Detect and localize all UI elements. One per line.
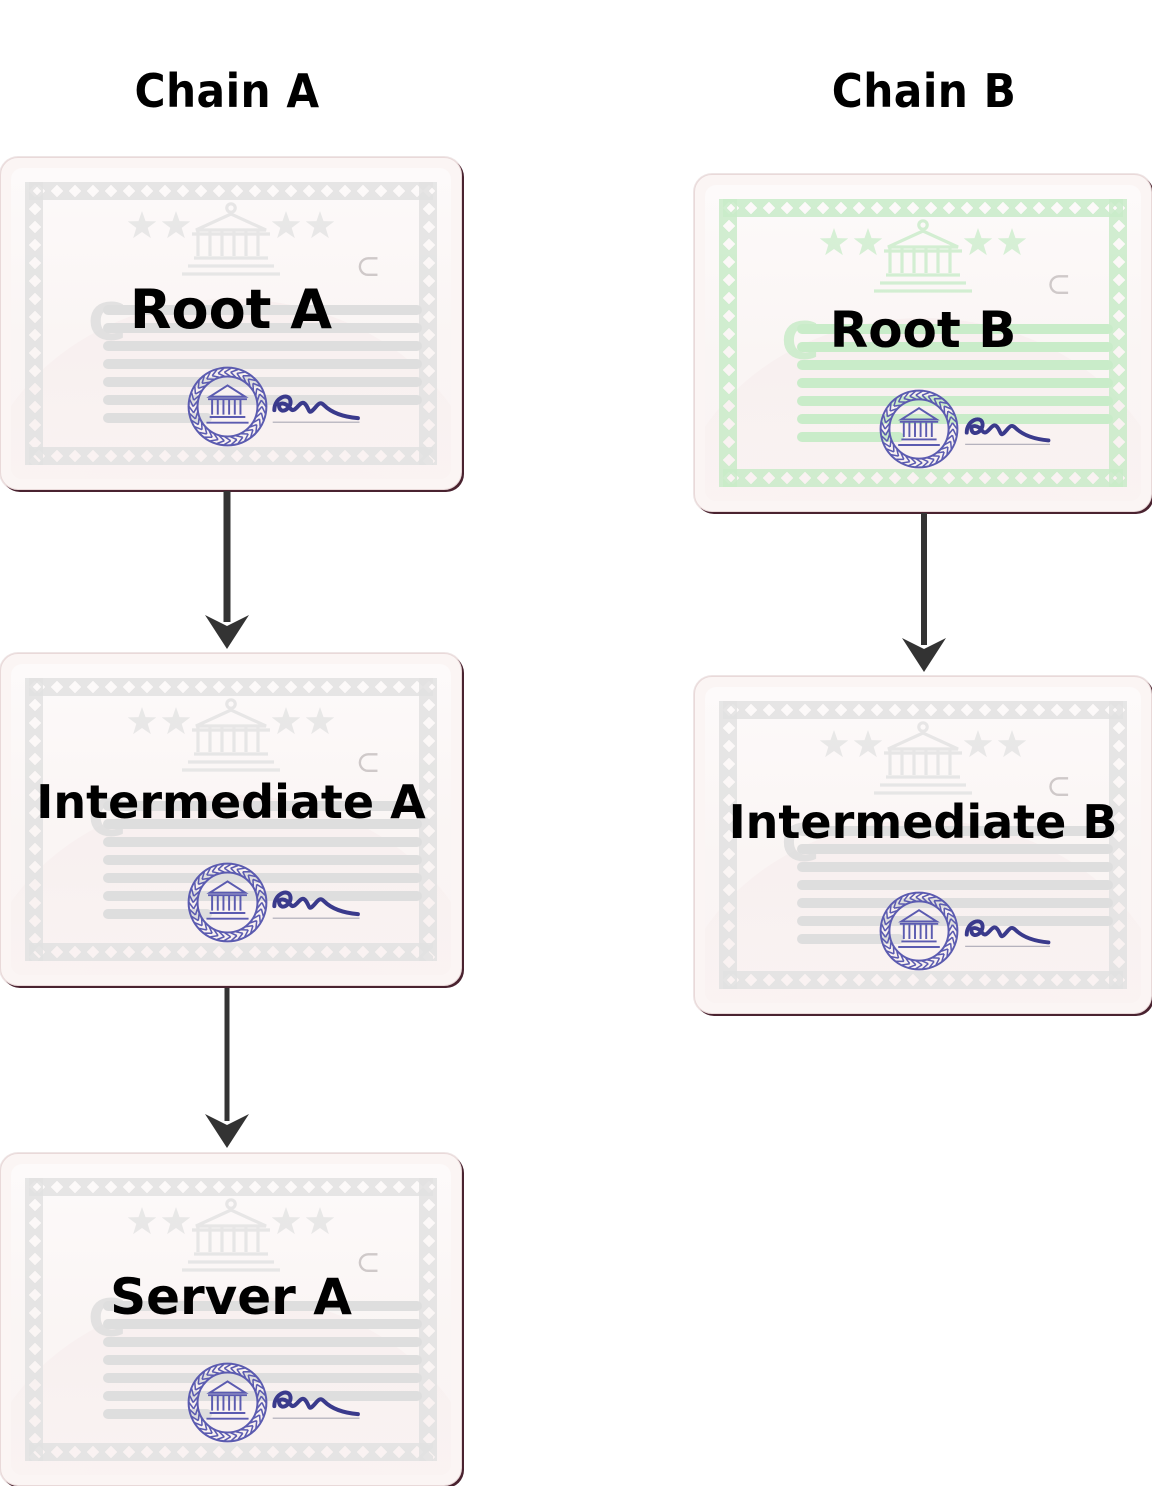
flourish-icon: ⊂ — [355, 744, 381, 780]
text-line — [103, 1354, 423, 1365]
certificate-label-intermediate-a: Intermediate A — [36, 775, 426, 829]
bank-temple-icon — [127, 202, 335, 276]
bank-temple-icon — [127, 1198, 335, 1272]
text-line — [103, 800, 423, 811]
chain-title-1: Chain A — [134, 64, 320, 118]
signature — [266, 1382, 363, 1431]
text-line — [103, 872, 423, 883]
text-line — [796, 396, 1113, 407]
certificate-card-server-a[interactable]: ⊂C — [0, 1153, 462, 1486]
text-line — [103, 1408, 212, 1419]
text-line — [103, 322, 423, 333]
text-line — [796, 898, 1113, 909]
official-seal-icon — [187, 366, 268, 447]
text-line — [796, 826, 1113, 837]
text-line — [103, 1372, 423, 1383]
crest-emblem — [11, 194, 451, 286]
bank-temple-icon — [127, 698, 335, 772]
signature-icon — [272, 1391, 361, 1420]
text-line — [103, 818, 423, 829]
text-line — [796, 432, 905, 443]
text-line — [103, 304, 423, 315]
official-seal-icon — [879, 891, 959, 970]
text-line — [796, 844, 1113, 855]
flourish-icon: ⊂ — [1046, 769, 1072, 805]
text-line — [103, 394, 423, 405]
text-line — [796, 880, 1113, 891]
signature-icon — [964, 919, 1051, 947]
edge-arrow-edge-root-b-intermediate-b — [894, 513, 954, 672]
certificate-body: ⊂C — [705, 185, 1141, 501]
certificate-label-root-a: Root A — [129, 278, 333, 341]
bank-temple-icon — [819, 219, 1027, 293]
text-line — [796, 324, 1113, 335]
crest-emblem — [705, 713, 1141, 805]
signature — [958, 911, 1054, 959]
flourish-icon: ⊂ — [355, 1244, 381, 1280]
signature-icon — [964, 417, 1051, 445]
signature-icon — [272, 395, 361, 424]
official-seal-icon — [879, 389, 959, 468]
signature-icon — [272, 891, 361, 920]
text-line — [103, 412, 212, 423]
crest-emblem — [11, 690, 451, 782]
crest-emblem — [705, 211, 1141, 303]
text-line — [103, 340, 423, 351]
certificate-text-lines — [103, 1300, 423, 1427]
signature — [266, 386, 363, 435]
text-line — [103, 1390, 423, 1401]
text-line — [103, 376, 423, 387]
edge-arrow-edge-intermediate-a-server-a — [197, 988, 257, 1148]
text-line — [103, 1318, 423, 1329]
flourish-icon: ⊂ — [1046, 267, 1072, 303]
official-seal-icon — [187, 1362, 268, 1443]
text-line — [103, 358, 423, 369]
official-seal-icon — [187, 862, 268, 943]
text-line — [796, 342, 1113, 353]
text-line — [796, 378, 1113, 389]
flourish-icon: ⊂ — [355, 248, 381, 284]
text-line — [103, 1300, 423, 1311]
crest-emblem — [11, 1190, 451, 1282]
certificate-label-intermediate-b: Intermediate B — [728, 795, 1118, 849]
signature — [266, 882, 363, 931]
text-line — [103, 890, 423, 901]
certificate-text-lines — [103, 800, 423, 927]
edge-arrow-edge-root-a-intermediate-a — [197, 491, 257, 649]
text-line — [796, 862, 1113, 873]
text-line — [103, 1336, 423, 1347]
certificate-body: ⊂C — [11, 1164, 451, 1475]
certificate-card-root-b[interactable]: ⊂C — [694, 174, 1152, 512]
certificate-label-root-b: Root B — [829, 301, 1017, 359]
bank-temple-icon — [819, 721, 1027, 795]
official-seal — [187, 366, 268, 451]
certificate-card-intermediate-a[interactable]: ⊂C — [0, 653, 462, 986]
signature — [958, 409, 1054, 457]
official-seal — [187, 1362, 268, 1447]
official-seal — [879, 389, 959, 473]
text-line — [796, 360, 1113, 371]
text-line — [103, 836, 423, 847]
text-line — [103, 854, 423, 865]
text-line — [796, 934, 905, 945]
official-seal — [187, 862, 268, 947]
text-line — [103, 908, 212, 919]
chain-title-2: Chain B — [831, 64, 1017, 118]
certificate-label-server-a: Server A — [110, 1268, 352, 1326]
official-seal — [879, 891, 959, 975]
certificate-text-lines — [103, 304, 423, 431]
